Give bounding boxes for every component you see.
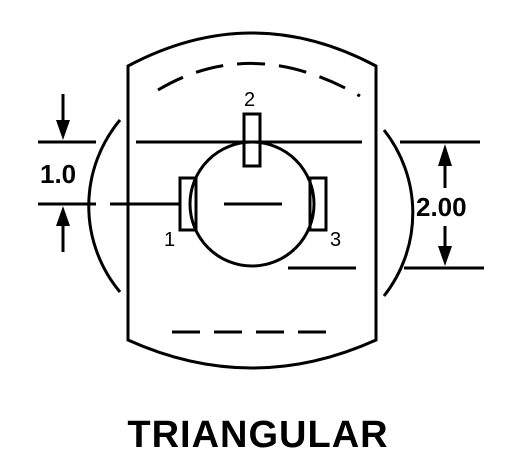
left-arrowhead-down xyxy=(56,120,70,140)
pin-1-contact xyxy=(178,176,198,232)
outer-arc-right xyxy=(382,129,415,297)
diagram-caption: TRIANGULAR xyxy=(127,414,389,456)
dashed-arc-top xyxy=(157,61,361,98)
pin-1-label: 1 xyxy=(164,229,175,251)
pin-2-contact xyxy=(242,112,262,168)
pin-3-contact xyxy=(308,176,328,232)
pin-3-label: 3 xyxy=(330,229,341,251)
outer-arc-left xyxy=(87,119,122,293)
pin-2-label: 2 xyxy=(244,89,255,111)
right-arrowhead-up xyxy=(438,144,452,166)
housing-outline xyxy=(126,31,378,370)
left-dimension-label: 1.0 xyxy=(40,159,76,189)
left-arrowhead-up xyxy=(56,206,70,226)
right-arrowhead-down xyxy=(438,246,452,266)
contact-body-circle xyxy=(188,140,316,268)
right-dimension-label: 2.00 xyxy=(416,192,467,222)
